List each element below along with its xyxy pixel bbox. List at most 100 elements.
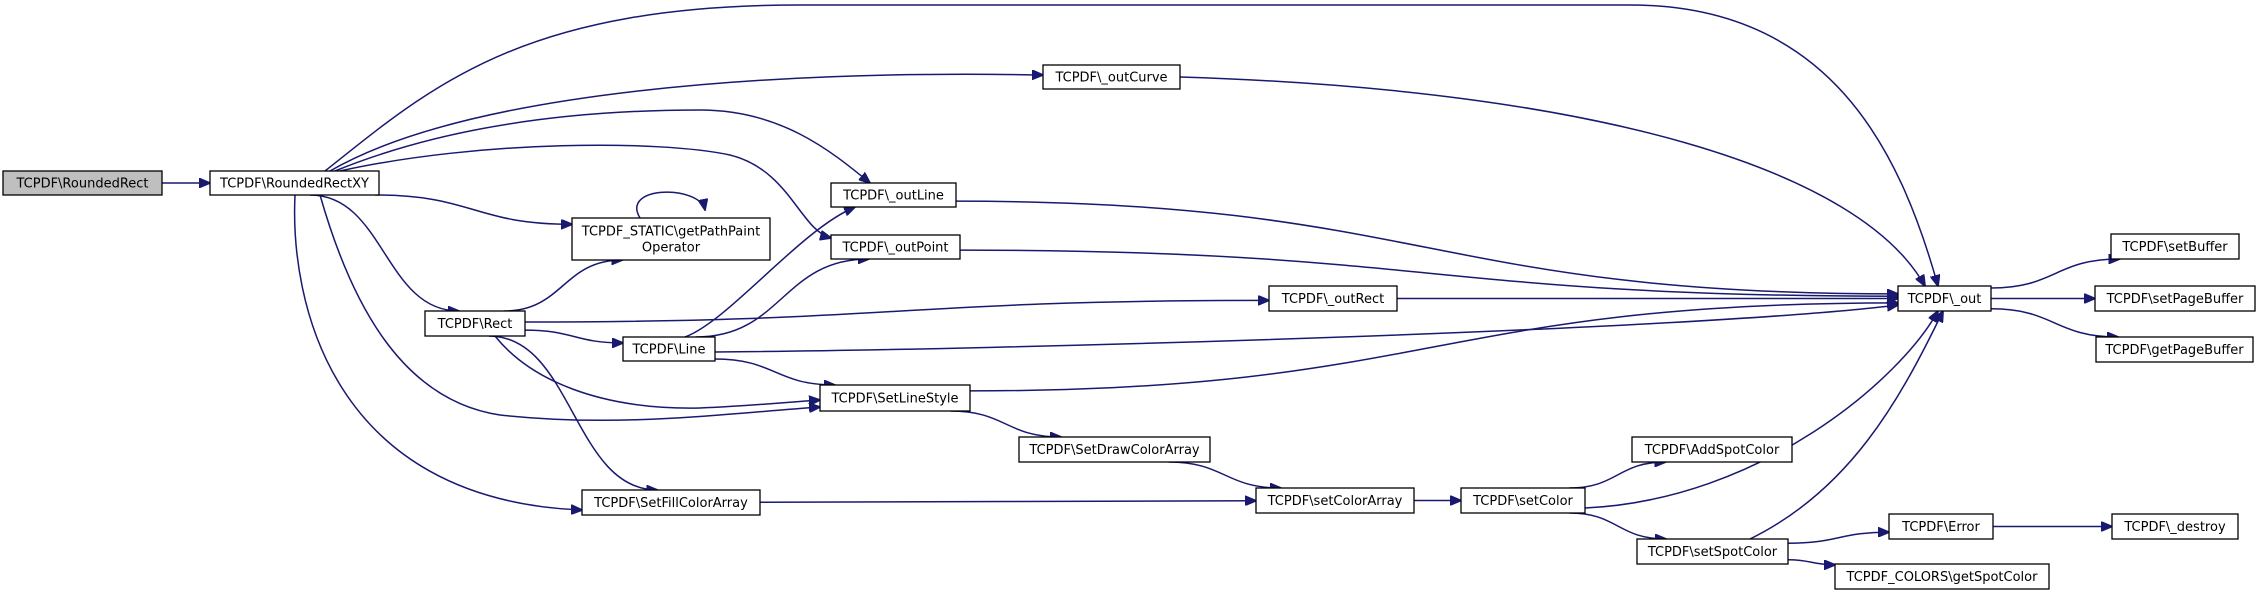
- edge-out-to-getpagebuffer: [1990, 308, 2118, 337]
- nodes-layer: TCPDF\RoundedRect TCPDF\RoundedRectXY TCPD…: [2, 64, 2256, 590]
- edge-line-to-outline: [684, 207, 855, 338]
- node-box-destroy: [2111, 513, 2239, 540]
- node-box-setcolorarray: [1255, 487, 1415, 514]
- node-roundedrectxy[interactable]: TCPDF\RoundedRectXY: [209, 170, 380, 196]
- node-box-setlinestyle: [819, 384, 971, 412]
- edges-layer: [162, 4, 2120, 565]
- edge-rect-to-outrect: [524, 300, 1269, 323]
- node-label-setlinestyle: TCPDF\SetLineStyle: [830, 392, 958, 407]
- node-box-error: [1888, 513, 1994, 540]
- node-box-addspotcolor: [1631, 436, 1793, 463]
- node-label-setpagebuffer: TCPDF\setPageBuffer: [2106, 292, 2244, 307]
- edge-setspotcolor-to-out: [1749, 311, 1943, 540]
- node-outrect[interactable]: TCPDF\_outRect: [1268, 285, 1398, 312]
- edge-rect-to-getpathpaint: [503, 260, 622, 312]
- edge-roundedrectxy-to-getpathpaint: [375, 194, 572, 224]
- node-getspotcolor[interactable]: TCPDF_COLORS\getSpotColor: [1834, 563, 2050, 590]
- node-out[interactable]: TCPDF\_out: [1897, 285, 1992, 312]
- node-box-outline: [830, 182, 957, 208]
- node-line[interactable]: TCPDF\Line: [622, 336, 716, 362]
- edge-rect-to-setlinestyle: [494, 335, 820, 409]
- edge-roundedrectxy-to-setfillcolorarray: [293, 194, 582, 510]
- node-roundedrect[interactable]: TCPDF\RoundedRect: [2, 170, 163, 196]
- node-box-outrect: [1268, 285, 1398, 312]
- node-label-outrect: TCPDF\_outRect: [1281, 292, 1384, 307]
- node-outline[interactable]: TCPDF\_outLine: [830, 182, 957, 208]
- node-label-getspotcolor: TCPDF_COLORS\getSpotColor: [1846, 570, 2039, 585]
- node-box-setfillcolorarray: [581, 489, 761, 516]
- edge-outline-to-out: [955, 200, 1898, 294]
- node-label-out: TCPDF\_out: [1907, 292, 1982, 307]
- node-box-out: [1897, 285, 1992, 312]
- edge-roundedrectxy-to-rect: [309, 194, 459, 311]
- edge-out-to-setbuffer: [1990, 259, 2120, 289]
- edge-outpoint-to-out: [959, 249, 1898, 296]
- node-getpagebuffer[interactable]: TCPDF\getPageBuffer: [2095, 336, 2254, 363]
- edge-line-to-out: [714, 305, 1898, 353]
- node-setpagebuffer[interactable]: TCPDF\setPageBuffer: [2094, 285, 2256, 312]
- node-label-outpoint: TCPDF\_outPoint: [841, 241, 948, 256]
- node-box-setdrawcolorarray: [1018, 436, 1211, 463]
- node-setspotcolor[interactable]: TCPDF\setSpotColor: [1636, 538, 1789, 565]
- node-setbuffer[interactable]: TCPDF\setBuffer: [2110, 233, 2240, 260]
- node-setcolor[interactable]: TCPDF\setColor: [1460, 487, 1586, 514]
- node-error[interactable]: TCPDF\Error: [1888, 513, 1994, 540]
- node-box-setpagebuffer: [2094, 285, 2256, 312]
- node-destroy[interactable]: TCPDF\_destroy: [2111, 513, 2239, 540]
- node-label-error: TCPDF\Error: [1901, 520, 1980, 535]
- node-box-getpathpaint: [571, 217, 771, 261]
- node-box-rect: [424, 310, 526, 337]
- node-label-getpathpaint-1: Operator: [642, 241, 701, 256]
- node-label-destroy: TCPDF\_destroy: [2123, 520, 2226, 535]
- node-label-setcolorarray: TCPDF\setColorArray: [1267, 494, 1403, 509]
- node-box-getpagebuffer: [2095, 336, 2254, 363]
- node-label-setspotcolor: TCPDF\setSpotColor: [1647, 545, 1778, 560]
- node-setlinestyle[interactable]: TCPDF\SetLineStyle: [819, 384, 971, 412]
- node-box-outcurve: [1042, 64, 1181, 90]
- edge-setlinestyle-to-out: [969, 303, 1898, 392]
- node-outpoint[interactable]: TCPDF\_outPoint: [830, 234, 961, 260]
- edge-roundedrectxy-to-outline: [334, 109, 870, 183]
- node-label-outcurve: TCPDF\_outCurve: [1054, 71, 1167, 86]
- node-label-roundedrectxy: TCPDF\RoundedRectXY: [219, 177, 369, 192]
- node-box-getspotcolor: [1834, 563, 2050, 590]
- edge-line-to-outpoint: [695, 259, 869, 338]
- edge-setcolor-to-out: [1584, 311, 1938, 509]
- edge-setdrawcolorarray-to-setcolorarray: [1168, 461, 1281, 488]
- edge-setcolor-to-addspotcolor: [1569, 462, 1665, 489]
- node-box-setcolor: [1460, 487, 1586, 514]
- edge-outcurve-to-out: [1179, 76, 1925, 286]
- node-outcurve[interactable]: TCPDF\_outCurve: [1042, 64, 1181, 90]
- node-addspotcolor[interactable]: TCPDF\AddSpotColor: [1631, 436, 1793, 463]
- node-box-setspotcolor: [1636, 538, 1789, 565]
- node-label-setdrawcolorarray: TCPDF\SetDrawColorArray: [1028, 443, 1200, 458]
- edge-setcolor-to-setspotcolor: [1569, 512, 1666, 539]
- node-label-getpagebuffer: TCPDF\getPageBuffer: [2104, 343, 2244, 358]
- node-label-addspotcolor: TCPDF\AddSpotColor: [1644, 443, 1780, 458]
- edge-setlinestyle-to-setdrawcolorarray: [950, 410, 1061, 437]
- node-setcolorarray[interactable]: TCPDF\setColorArray: [1255, 487, 1415, 514]
- edge-roundedrectxy-to-outpoint: [339, 144, 831, 238]
- node-setdrawcolorarray[interactable]: TCPDF\SetDrawColorArray: [1018, 436, 1211, 463]
- node-label-setfillcolorarray: TCPDF\SetFillColorArray: [593, 496, 748, 511]
- edge-getpathpaint-to-getpathpaint: [636, 191, 705, 219]
- node-label-setcolor: TCPDF\setColor: [1472, 494, 1573, 509]
- node-label-setbuffer: TCPDF\setBuffer: [2121, 240, 2228, 255]
- edge-setspotcolor-to-getspotcolor: [1787, 558, 1835, 565]
- edge-setspotcolor-to-error: [1787, 532, 1889, 544]
- node-setfillcolorarray[interactable]: TCPDF\SetFillColorArray: [581, 489, 761, 516]
- edge-roundedrectxy-to-out: [324, 4, 1938, 286]
- edge-rect-to-setfillcolorarray: [488, 335, 658, 490]
- edge-line-to-setlinestyle: [714, 358, 835, 385]
- node-label-getpathpaint-0: TCPDF_STATIC\getPathPaint: [581, 225, 760, 240]
- edge-roundedrectxy-to-setlinestyle: [319, 194, 820, 422]
- node-label-rect: TCPDF\Rect: [437, 317, 513, 332]
- node-box-outpoint: [830, 234, 961, 260]
- node-rect[interactable]: TCPDF\Rect: [424, 310, 526, 337]
- node-label-line: TCPDF\Line: [631, 343, 705, 358]
- node-label-roundedrect: TCPDF\RoundedRect: [15, 177, 148, 192]
- node-box-roundedrect: [2, 170, 163, 196]
- node-box-setbuffer: [2110, 233, 2240, 260]
